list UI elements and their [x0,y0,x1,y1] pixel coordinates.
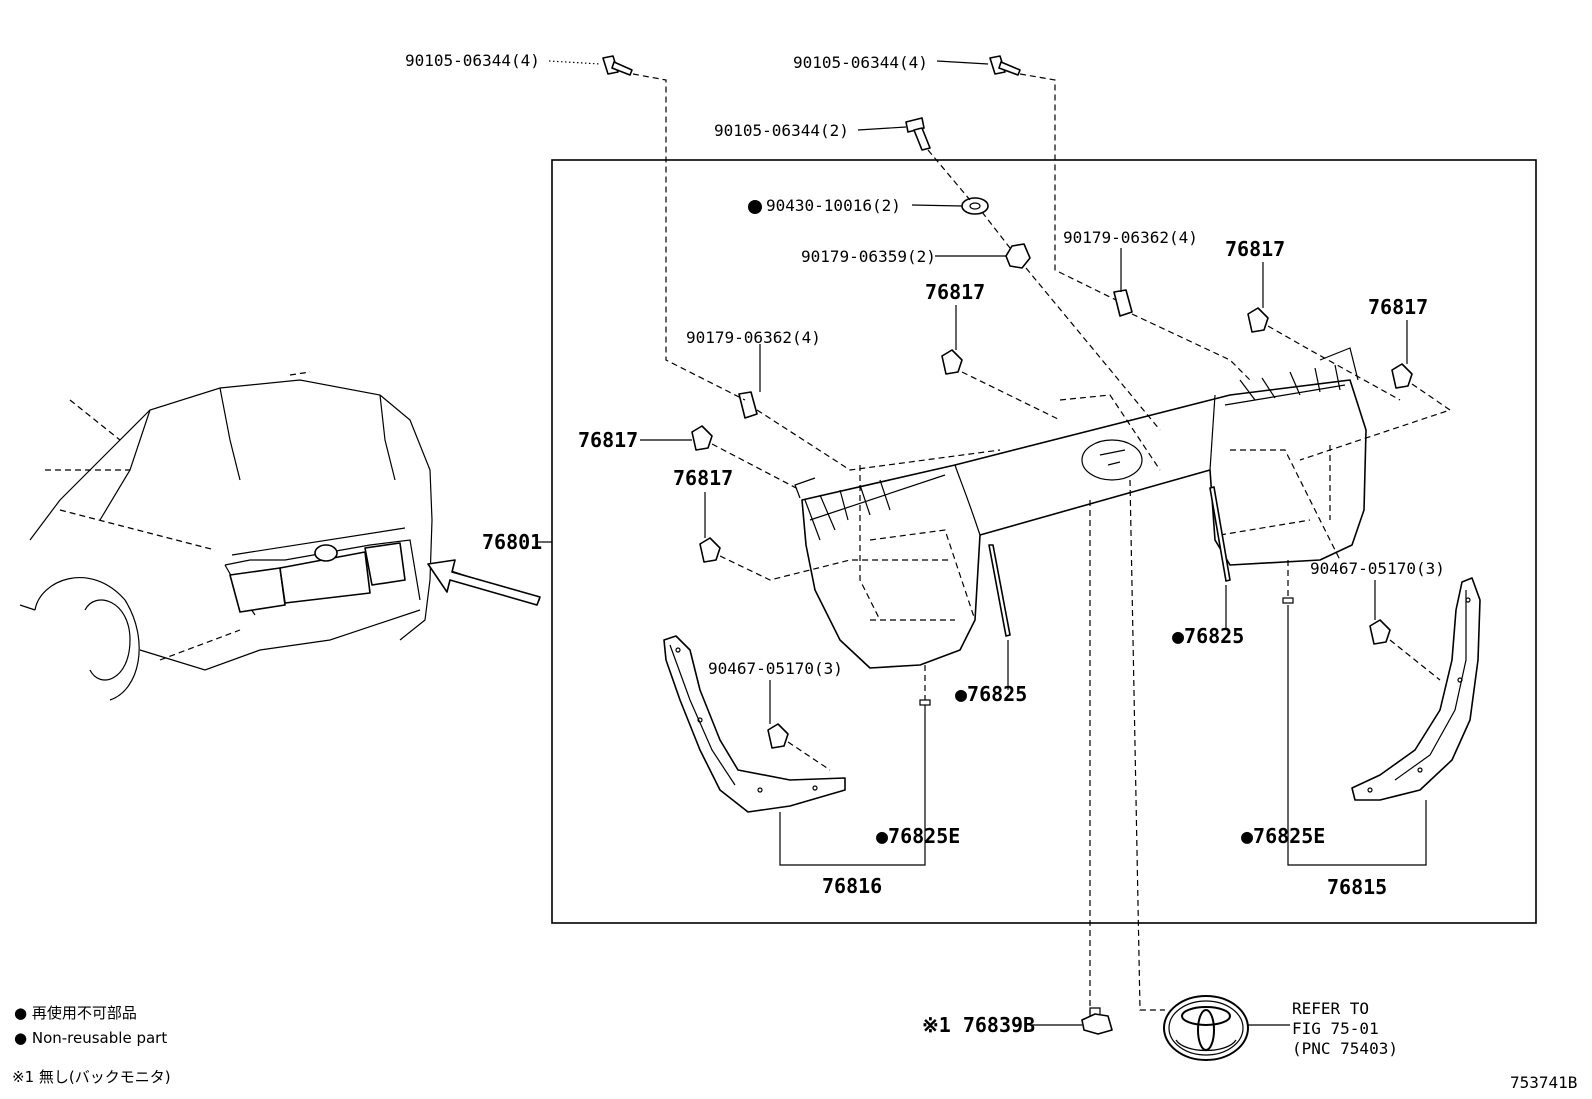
callout-clip-left: 90467-05170(3) [708,659,843,678]
refer-line-3: (PNC 75403) [1292,1039,1398,1058]
assembly-frame [551,159,1537,924]
callout-garnish-left: 76816 [822,874,882,898]
seal-left [988,544,1011,637]
tape-left [919,699,931,706]
callout-retainer-left-b: 76817 [673,466,733,490]
clip-nut-icon [738,391,758,419]
retainer-clip-icon [1369,619,1391,645]
callout-tape-left: ●76825E [876,824,960,848]
callout-bolt-top-right: 90105-06344(4) [793,53,928,72]
seal-right [1209,486,1231,582]
callout-retainer-right-a: 76817 [1225,237,1285,261]
retainer-clip-icon [699,537,721,563]
car-rear-view-icon [19,371,433,701]
garnish-lower-left [663,635,846,813]
callout-clip-nut-left: 90179-06362(4) [686,328,821,347]
camera-cover [1081,1007,1113,1035]
callout-garnish-right: 76815 [1327,875,1387,899]
callout-bolt-top-left: 90105-06344(4) [405,51,540,70]
callout-nut: 90179-06359(2) [801,247,936,266]
callout-washer: 90430-10016(2) [766,196,901,215]
callout-camera-cover: ※1 76839B [922,1013,1035,1037]
figure-id: 753741B [1510,1073,1577,1092]
refer-line-1: REFER TO [1292,999,1369,1018]
callout-clip-right: 90467-05170(3) [1310,559,1445,578]
tape-right [1282,597,1294,604]
toyota-emblem-icon [1163,995,1249,1061]
bolt-icon [602,55,633,76]
callout-retainer-right-b: 76817 [1368,295,1428,319]
callout-garnish-assy: 76801 [482,530,542,554]
retainer-clip-icon [941,349,963,375]
arrow-icon [427,559,541,606]
legend-line-1: ● 再使用不可部品 [14,1004,137,1022]
retainer-clip-icon [1247,307,1269,333]
washer-icon [961,197,989,215]
callout-seal-left: ●76825 [955,682,1027,706]
callout-clip-nut-right: 90179-06362(4) [1063,228,1198,247]
retainer-clip-icon [1391,363,1413,389]
garnish-lower-right [1351,577,1481,801]
refer-line-2: FIG 75-01 [1292,1019,1379,1038]
callout-seal-right: ●76825 [1172,624,1244,648]
legend-line-3: ※1 無し(バックモニタ) [12,1068,171,1086]
callout-retainer-center: 76817 [925,280,985,304]
back-door-garnish [794,347,1367,669]
legend-line-2: ● Non-reusable part [14,1029,167,1047]
retainer-clip-icon [691,425,713,451]
bolt-icon [905,117,931,151]
clip-nut-icon [1113,289,1133,317]
non-reusable-dot-icon [748,200,762,214]
retainer-clip-icon [767,723,789,749]
bolt-icon [989,55,1021,76]
callout-tape-right: ●76825E [1241,824,1325,848]
callout-retainer-left-a: 76817 [578,428,638,452]
callout-bolt-middle: 90105-06344(2) [714,121,849,140]
